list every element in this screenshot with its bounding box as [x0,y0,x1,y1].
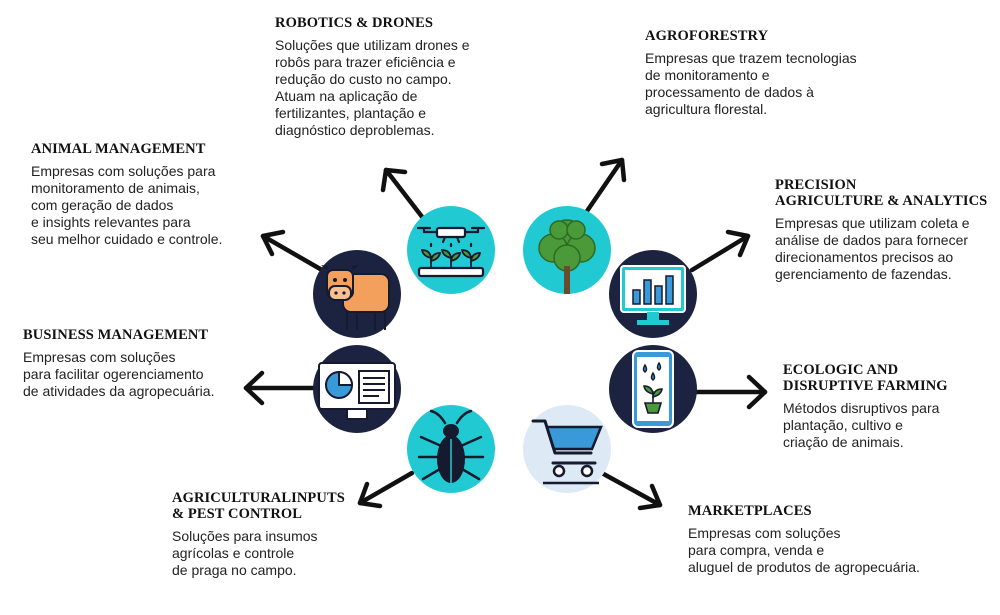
precision-description: Empresas que utilizam coleta e análise d… [775,215,970,282]
ecologic-title: ECOLOGIC AND DISRUPTIVE FARMING [783,362,948,394]
monitor-chart-icon [609,250,697,338]
marketplaces-description: Empresas com soluções para compra, venda… [688,525,920,575]
inputs-title: AGRICULTURALINPUTS & PEST CONTROL [172,490,345,522]
tablet-sprout-icon [609,345,697,433]
animal-description: Empresas com soluções para monitoramento… [31,163,223,247]
business-title: BUSINESS MANAGEMENT [23,327,209,343]
inputs-description: Soluções para insumos agrícolas e contro… [172,528,318,578]
bug-icon [407,405,495,493]
arrow-animal [260,229,325,273]
business-section: BUSINESS MANAGEMENT Empresas com soluçõe… [23,327,243,400]
agroforestry-description: Empresas que trazem tecnologias de monit… [645,50,857,117]
animal-section: ANIMAL MANAGEMENT Empresas com soluções … [31,141,256,248]
inputs-section: AGRICULTURALINPUTS & PEST CONTROL Soluçõ… [172,490,372,579]
tree-icon [523,206,611,294]
marketplaces-section: MARKETPLACES Empresas com soluções para … [688,503,978,576]
animal-title: ANIMAL MANAGEMENT [31,141,206,157]
ecologic-description: Métodos disruptivos para plantação, cult… [783,400,940,450]
arrow-robotics [380,167,426,221]
shopping-cart-icon [523,405,611,493]
arrow-inputs [357,470,415,509]
robotics-section: ROBOTICS & DRONES Soluções que utilizam … [275,15,495,139]
ecologic-section: ECOLOGIC AND DISRUPTIVE FARMING Métodos … [783,362,983,451]
arrow-marketplaces [597,469,663,511]
precision-section: PRECISION AGRICULTURE & ANALYTICS Empres… [775,177,995,283]
marketplaces-title: MARKETPLACES [688,503,812,519]
arrow-ecologic [694,374,768,410]
business-description: Empresas com soluções para facilitar oge… [23,349,215,399]
robotics-title: ROBOTICS & DRONES [275,15,434,31]
robotics-description: Soluções que utilizam drones e robôs par… [275,37,470,138]
arrow-business [243,370,316,406]
cow-icon [313,250,401,338]
arrow-agroforestry [582,157,627,217]
agroforestry-title: AGROFORESTRY [645,28,769,44]
precision-title: PRECISION AGRICULTURE & ANALYTICS [775,177,988,209]
agroforestry-section: AGROFORESTRY Empresas que trazem tecnolo… [645,28,885,118]
drone-plants-icon [407,206,495,294]
dashboard-icon [313,345,401,433]
arrow-precision [689,229,751,273]
